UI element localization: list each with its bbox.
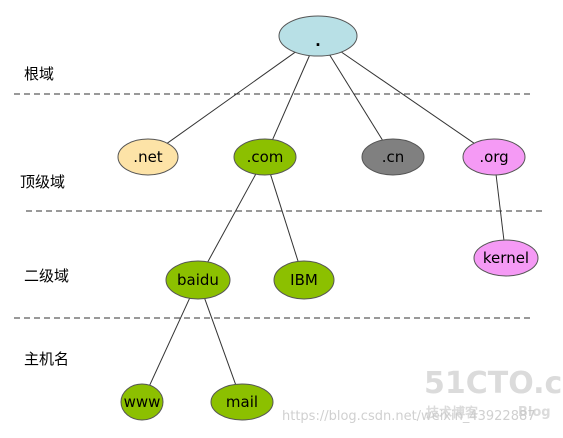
edge-root-org: [341, 51, 475, 144]
node-org: .org: [462, 138, 526, 176]
node-cn-label: .cn: [382, 148, 405, 166]
watermark-blog: Blog: [518, 405, 551, 420]
node-com: .com: [233, 138, 297, 176]
node-www-label: www: [124, 393, 161, 411]
node-mail-shape: [210, 383, 274, 421]
node-www: www: [120, 383, 164, 421]
edges: [149, 51, 505, 386]
watermark-sub: 技术博客: [426, 405, 479, 421]
edge-root-com: [272, 55, 310, 140]
watermark: 51CTO.com 技术博客 Blog https://blog.csdn.ne…: [282, 366, 563, 424]
node-mail: mail: [210, 383, 274, 421]
node-baidu-label: baidu: [177, 271, 219, 289]
node-net-label: .net: [133, 148, 163, 166]
node-net-shape: [117, 138, 179, 176]
edge-root-cn: [329, 54, 383, 141]
node-kernel-label: kernel: [483, 249, 529, 267]
node-ibm-label: IBM: [290, 271, 318, 289]
node-kernel-shape: [473, 239, 539, 277]
watermark-logo: 51CTO.com: [424, 366, 563, 401]
level-label-host: 主机名: [24, 350, 69, 368]
level-label-sld: 二级域: [24, 267, 69, 285]
node-com-shape: [233, 138, 297, 176]
edge-baidu-mail: [204, 298, 237, 385]
level-label-tld: 顶级域: [20, 173, 65, 191]
level-label-root: 根域: [24, 65, 54, 83]
node-root: .: [278, 15, 358, 57]
node-org-shape: [462, 138, 526, 176]
edge-com-baidu: [207, 173, 257, 263]
edge-com-ibm: [270, 174, 299, 262]
edge-org-kernel: [495, 174, 505, 241]
edge-baidu-www: [149, 298, 191, 386]
watermark-url: https://blog.csdn.net/weixin_43922887: [282, 409, 536, 424]
node-root-label: .: [315, 32, 321, 50]
node-baidu: baidu: [165, 260, 231, 300]
node-ibm-shape: [273, 260, 335, 300]
node-root-shape: [278, 15, 358, 57]
node-cn: .cn: [361, 138, 425, 176]
node-kernel: kernel: [473, 239, 539, 277]
node-www-shape: [120, 383, 164, 421]
nodes: . .net .com .cn .org baidu IBM kernel www mail: [117, 15, 539, 421]
node-mail-label: mail: [226, 393, 258, 411]
node-ibm: IBM: [273, 260, 335, 300]
node-com-label: .com: [247, 148, 284, 166]
node-net: .net: [117, 138, 179, 176]
node-cn-shape: [361, 138, 425, 176]
node-org-label: .org: [479, 148, 508, 166]
edge-root-net: [167, 51, 296, 144]
node-baidu-shape: [165, 260, 231, 300]
